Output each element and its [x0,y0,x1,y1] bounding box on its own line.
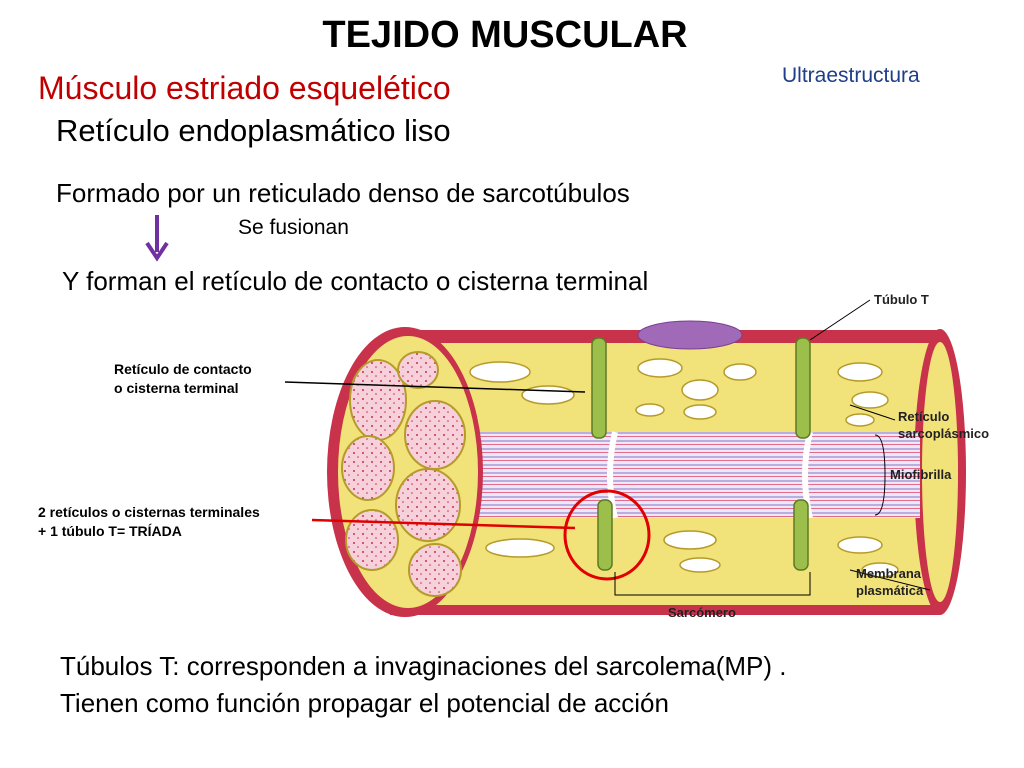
contact-annotation: Retículo de contacto o cisterna terminal [114,360,252,398]
description-line-2: Y forman el retículo de contacto o ciste… [62,266,649,296]
label-plasma-membrane: Membrana plasmática [856,565,923,599]
reticulum-mesh [469,358,899,578]
t-tubules [591,337,811,571]
bottom-text: Túbulos T: corresponden a invaginaciones… [60,648,786,722]
label-sarcoplasmic-reticulum: Retículo sarcoplásmico [898,408,989,442]
description-line-1: Formado por un reticulado denso de sarco… [56,178,630,208]
triad-annotation: 2 retículos o cisternas terminales + 1 t… [38,503,260,541]
bottom-line-1: Túbulos T: corresponden a invaginaciones… [60,651,787,681]
contact-annotation-line-1: Retículo de contacto [114,361,252,377]
subtitle-muscle-type: Músculo estriado esquelético [38,70,451,106]
fiber-cross-section [327,327,483,617]
section-label: Ultraestructura [782,64,920,87]
label-sarcoplasmic-2: sarcoplásmico [898,426,990,441]
page-title: TEJIDO MUSCULAR [322,14,688,56]
label-t-tubule: Túbulo T [874,292,929,307]
bottom-line-2: Tienen como función propagar el potencia… [60,688,669,718]
label-sarcoplasmic-1: Retículo [898,409,950,424]
fiber-body [390,320,966,615]
triad-leader-line [311,518,576,530]
subtitle-reticulum: Retículo endoplasmático liso [56,113,451,148]
label-membrane-2: plasmática [856,583,924,598]
triad-annotation-line-1: 2 retículos o cisternas terminales [38,504,260,520]
myofibril-band [420,432,920,518]
fusion-note: Se fusionan [238,216,349,239]
contact-annotation-line-2: o cisterna terminal [114,380,239,396]
label-sarcomere: Sarcómero [668,605,736,620]
label-myofibril: Miofibrilla [890,467,952,482]
triad-highlight-circle [563,489,651,581]
label-leaders [614,299,931,596]
label-membrane-1: Membrana [856,566,922,581]
triad-annotation-line-2: + 1 túbulo T= TRÍADA [38,523,182,539]
down-arrow-icon [145,215,169,262]
contact-leader-line [284,381,586,393]
